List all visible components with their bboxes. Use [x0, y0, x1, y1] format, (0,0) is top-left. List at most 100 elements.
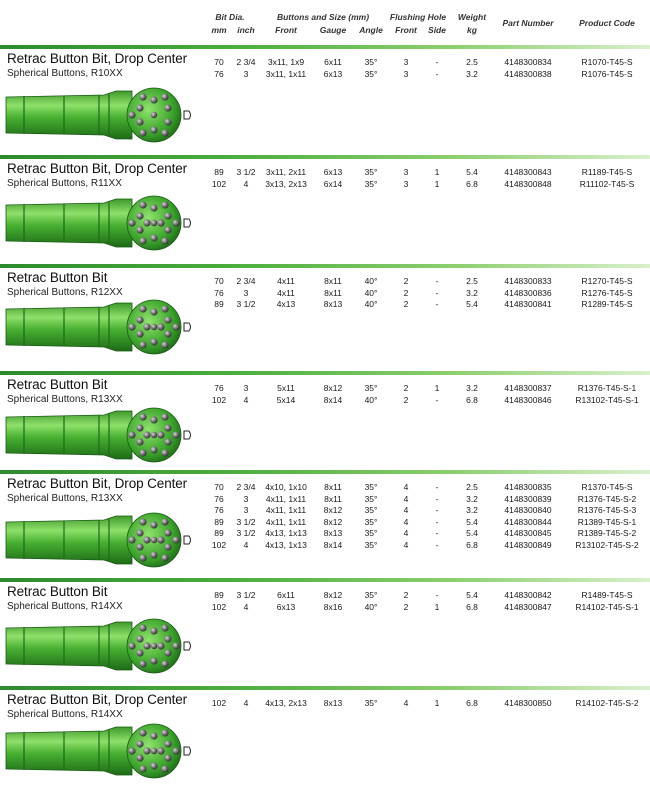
cell-weight: 2.5 — [466, 57, 478, 67]
section-subtitle: Spherical Buttons, R14XX — [7, 709, 123, 720]
header-gauge: Gauge — [319, 25, 347, 35]
drill-bit-image — [4, 85, 194, 150]
cell-fl-side: - — [435, 539, 439, 550]
cell-code: R1070-T45-S — [581, 57, 633, 67]
cell-inch: 3 — [243, 68, 249, 79]
cell-code: R1389-T45-S-2 — [577, 528, 637, 538]
cell-angle: 35° — [364, 57, 378, 67]
cell-fl-side: 1 — [434, 383, 440, 393]
cell-fl-front: 4 — [403, 516, 409, 527]
section-subtitle: Spherical Buttons, R10XX — [7, 68, 123, 79]
cell-angle: 40° — [364, 394, 378, 405]
cell-weight: 2.5 — [466, 276, 478, 286]
cell-angle: 35° — [364, 383, 378, 393]
drill-bit-image — [4, 193, 194, 258]
cell-mm: 76 — [214, 505, 224, 515]
cell-angle: 35° — [364, 539, 378, 550]
cell-weight: 6.8 — [466, 539, 478, 550]
cell-fl-front: 3 — [403, 68, 409, 79]
header-kg: kg — [467, 25, 477, 35]
cell-inch: 2 3/4 — [236, 57, 256, 67]
cell-part: 4148300834 — [504, 57, 552, 67]
cell-mm: 70 — [214, 276, 224, 286]
cell-gauge: 6x13 — [323, 68, 343, 79]
cell-code: R13102-T45-S-2 — [575, 539, 639, 550]
cell-inch: 4 — [243, 698, 249, 708]
cell-code: R1076-T45-S — [581, 68, 633, 79]
cell-inch: 3 1/2 — [236, 590, 256, 600]
header-product-code: Product Code — [579, 18, 635, 28]
section-divider-bar — [0, 371, 650, 375]
cell-mm: 102 — [211, 601, 227, 612]
cell-fl-front: 2 — [403, 601, 409, 612]
cell-angle: 35° — [364, 482, 378, 492]
drill-bit-image — [4, 721, 194, 786]
cell-fl-side: 1 — [434, 167, 440, 177]
section-subtitle: Spherical Buttons, R12XX — [7, 287, 123, 298]
cell-part: 4148300847 — [504, 601, 552, 612]
cell-fl-front: 2 — [403, 276, 409, 286]
cell-weight: 5.4 — [466, 167, 478, 177]
cell-part: 4148300835 — [504, 482, 552, 492]
cell-front: 4x11, 1x11 — [265, 505, 307, 515]
cell-weight: 5.4 — [466, 299, 478, 309]
cell-part: 4148300836 — [504, 287, 552, 298]
cell-front: 6x13 — [276, 601, 296, 612]
cell-mm: 76 — [214, 493, 224, 504]
cell-inch: 3 1/2 — [236, 516, 256, 527]
cell-gauge: 8x13 — [323, 299, 343, 309]
cell-gauge: 8x13 — [323, 528, 343, 538]
cell-weight: 6.8 — [466, 394, 478, 405]
cell-fl-side: 1 — [434, 601, 440, 612]
cell-mm: 102 — [211, 539, 227, 550]
cell-fl-side: - — [435, 505, 439, 515]
cell-fl-side: - — [435, 394, 439, 405]
cell-inch: 4 — [243, 539, 249, 550]
cell-fl-side: - — [435, 590, 439, 600]
section-divider-bar — [0, 45, 650, 49]
cell-gauge: 8x14 — [323, 394, 343, 405]
section-title: Retrac Button Bit — [7, 584, 108, 599]
cell-weight: 6.8 — [466, 698, 478, 708]
cell-gauge: 8x11 — [324, 482, 342, 492]
cell-fl-side: - — [435, 299, 439, 309]
cell-weight: 5.4 — [466, 516, 478, 527]
cell-fl-side: - — [435, 493, 439, 504]
cell-part: 4148300850 — [504, 698, 552, 708]
cell-code: R1376-T45-S-3 — [577, 505, 637, 515]
cell-code: R1289-T45-S — [581, 299, 633, 309]
cell-part: 4148300842 — [504, 590, 552, 600]
cell-code: R14102-T45-S-2 — [575, 698, 639, 708]
cell-inch: 4 — [243, 178, 249, 189]
cell-angle: 40° — [364, 601, 378, 612]
cell-fl-side: - — [435, 276, 439, 286]
cell-weight: 3.2 — [466, 505, 478, 515]
section-divider-bar — [0, 470, 650, 474]
cell-inch: 2 3/4 — [236, 482, 256, 492]
cell-mm: 89 — [214, 167, 224, 177]
cell-front: 4x11, 1x11 — [265, 493, 307, 504]
drill-bit-image — [4, 616, 194, 681]
cell-fl-front: 2 — [403, 299, 409, 309]
section-subtitle: Spherical Buttons, R14XX — [7, 601, 123, 612]
cell-part: 4148300841 — [504, 299, 552, 309]
cell-fl-front: 4 — [403, 528, 409, 538]
cell-gauge: 8x11 — [324, 287, 342, 298]
cell-inch: 3 — [243, 383, 249, 393]
cell-inch: 3 — [243, 493, 249, 504]
cell-mm: 89 — [214, 516, 224, 527]
cell-code: R1376-T45-S-1 — [577, 383, 637, 393]
cell-front: 5x14 — [276, 394, 296, 405]
cell-part: 4148300846 — [504, 394, 552, 405]
header-flushing-front: Front — [395, 25, 417, 35]
cell-front: 4x11, 1x11 — [265, 516, 307, 527]
header-bit-dia: Bit Dia. — [215, 12, 245, 22]
cell-fl-front: 2 — [403, 287, 409, 298]
cell-fl-side: 1 — [434, 178, 440, 189]
cell-front: 3x11, 2x11 — [265, 167, 307, 177]
